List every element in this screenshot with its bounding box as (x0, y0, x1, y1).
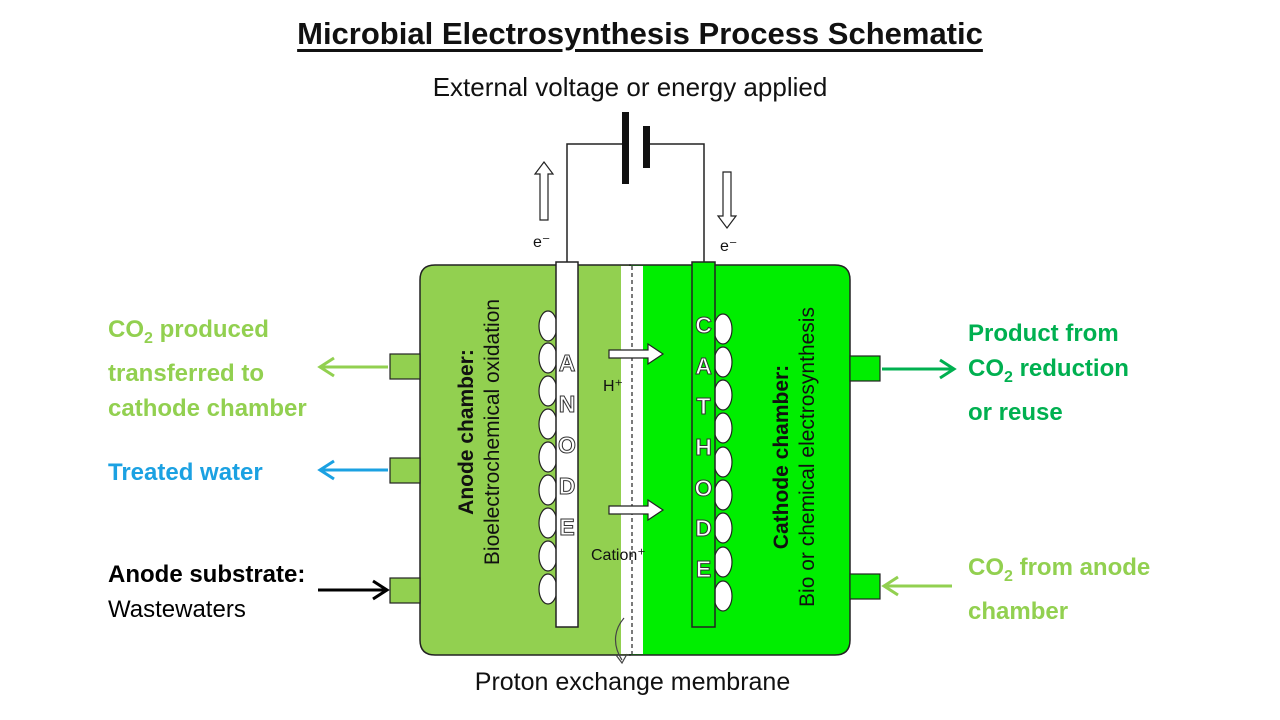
port-treated-water (389, 457, 421, 484)
port-product (849, 355, 881, 382)
anode-chamber (419, 264, 631, 656)
treated-water-arrow (317, 459, 388, 481)
cathode-chamber (629, 264, 851, 656)
cathode-electrode (691, 261, 716, 628)
anode-letters: A N O D E (556, 350, 578, 541)
co2-transfer-label: CO2 produced transferred to cathode cham… (108, 316, 307, 422)
cathode-letters: C A T H O D E (692, 312, 715, 583)
product-arrow (882, 358, 957, 380)
membrane-label: Proton exchange membrane (474, 668, 791, 696)
substrate-arrow (318, 579, 390, 601)
substrate-value: Wastewaters (108, 596, 246, 623)
membrane (621, 266, 643, 654)
cathode-letter: C (695, 312, 713, 339)
electron-up-arrow (533, 161, 555, 221)
anode-letter: A (558, 350, 576, 377)
co2-out-arrow (317, 356, 388, 378)
substrate-label: Anode substrate: Wastewaters (108, 557, 305, 627)
cathode-letter: T (696, 393, 711, 420)
cathode-letter: A (695, 352, 713, 379)
anode-letter: D (558, 473, 576, 500)
substrate-heading: Anode substrate: (108, 561, 306, 588)
cation-arrow (608, 498, 665, 522)
cathode-letter: O (694, 474, 713, 501)
anode-letter: E (559, 514, 575, 541)
cation-label: Cation⁺ (591, 547, 646, 564)
anode-chamber-heading: Anode chamber: (455, 349, 478, 515)
electron-label-right: e⁻ (720, 238, 738, 255)
page-title: Microbial Electrosynthesis Process Schem… (297, 16, 983, 51)
battery-short-plate (643, 126, 650, 168)
circuit-wire (566, 143, 622, 262)
membrane-pointer (614, 617, 625, 661)
anode-chamber-subtitle: Bioelectrochemical oxidation (481, 298, 504, 566)
proton-label: H⁺ (603, 378, 623, 395)
co2-from-anode-label: CO2 from anode chamber (968, 554, 1151, 625)
proton-arrow (608, 342, 665, 366)
cathode-chamber-heading: Cathode chamber: (770, 364, 793, 550)
co2-in-arrow (881, 575, 952, 597)
battery-long-plate (622, 112, 629, 184)
cathode-chamber-label: Cathode chamber: Bio or chemical electro… (769, 307, 821, 607)
port-co2-out (389, 353, 421, 380)
cathode-chamber-subtitle: Bio or chemical electrosynthesis (796, 307, 819, 607)
product-label: Product from CO2 reduction or reuse (968, 320, 1129, 426)
anode-electrode (555, 261, 579, 628)
treated-water-label: Treated water (108, 459, 263, 486)
anode-chamber-label: Anode chamber: Bioelectrochemical oxidat… (454, 299, 506, 565)
electron-down-arrow (716, 171, 738, 229)
cathode-letter: E (695, 555, 712, 582)
electron-label-left: e⁻ (533, 234, 551, 251)
cathode-letter: H (695, 433, 713, 460)
port-substrate (389, 577, 421, 604)
voltage-label: External voltage or energy applied (432, 72, 828, 102)
cathode-biofilm (713, 313, 733, 612)
cathode-letter: D (695, 515, 713, 542)
anode-letter: O (558, 432, 577, 459)
anode-letter: N (558, 391, 576, 418)
anode-biofilm (538, 310, 558, 605)
port-co2-in (849, 573, 881, 600)
